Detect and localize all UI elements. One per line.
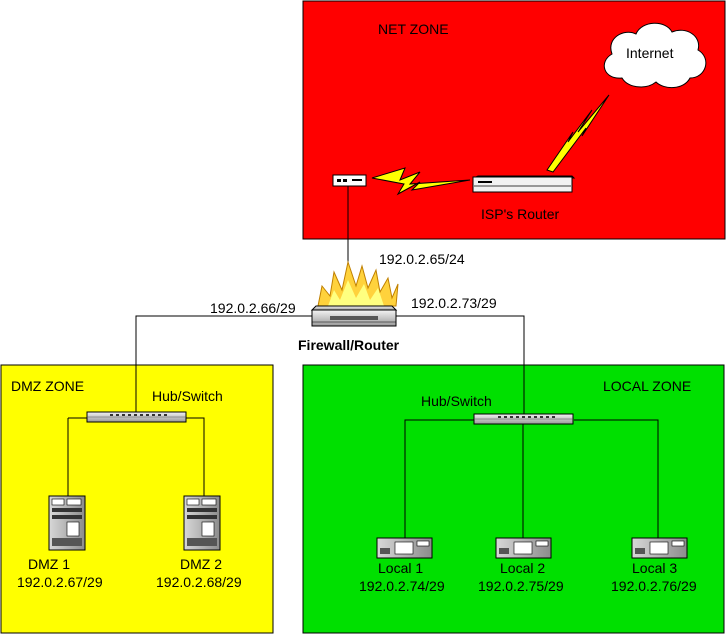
local-host-3-name: Local 3 (632, 560, 677, 576)
dmz-server-1-ip: 192.0.2.67/29 (17, 574, 103, 590)
isp-router-label: ISP's Router (481, 206, 559, 222)
local-host-1-icon (376, 537, 433, 559)
network-links (67, 186, 659, 540)
modem-icon (332, 174, 367, 187)
lightning-bolt-icon (546, 94, 610, 173)
firewall-router-icon (310, 305, 398, 327)
local-switch-icon (473, 413, 574, 425)
local-host-2-name: Local 2 (500, 560, 545, 576)
dmz-server-1-icon (48, 495, 86, 551)
dmz-server-2-icon (183, 495, 221, 551)
local-host-1-name: Local 1 (378, 560, 423, 576)
net-zone-label: NET ZONE (378, 21, 449, 37)
dmz-server-2-name: DMZ 2 (180, 556, 222, 572)
dmz-zone (0, 364, 274, 634)
local-switch-label: Hub/Switch (421, 393, 492, 409)
firewall-ip-right: 192.0.2.73/29 (411, 295, 497, 311)
local-zone (302, 364, 725, 634)
local-host-3-icon (631, 537, 688, 559)
isp-router-icon (472, 175, 576, 193)
firewall-ip-left: 192.0.2.66/29 (210, 300, 296, 316)
internet-label: Internet (626, 45, 674, 61)
local-zone-label: LOCAL ZONE (603, 378, 691, 394)
dmz-server-2-ip: 192.0.2.68/29 (156, 574, 242, 590)
dmz-server-1-name: DMZ 1 (28, 556, 70, 572)
local-host-2-ip: 192.0.2.75/29 (478, 578, 564, 594)
lightning-bolt-icon (371, 167, 471, 196)
firewall-flame-icon (317, 260, 399, 307)
internet-cloud-icon (603, 22, 707, 88)
firewall-ip-top: 192.0.2.65/24 (379, 251, 465, 267)
local-host-3-ip: 192.0.2.76/29 (611, 578, 697, 594)
firewall-label: Firewall/Router (298, 337, 400, 353)
dmz-switch-label: Hub/Switch (152, 388, 223, 404)
local-host-1-ip: 192.0.2.74/29 (359, 578, 445, 594)
dmz-switch-icon (86, 411, 187, 423)
local-host-2-icon (495, 537, 552, 559)
dmz-zone-label: DMZ ZONE (11, 378, 84, 394)
